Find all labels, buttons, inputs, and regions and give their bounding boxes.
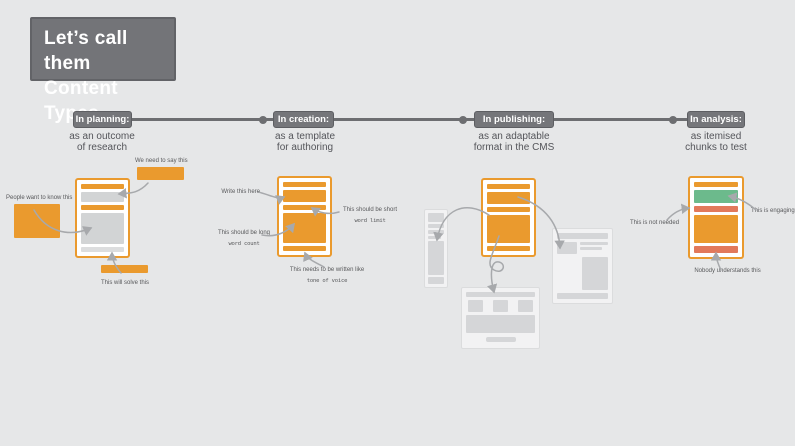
browser-nav-row bbox=[466, 300, 535, 312]
chunk-title-bar bbox=[694, 182, 738, 187]
planning-know-chip bbox=[14, 204, 60, 238]
timeline-dot bbox=[669, 116, 677, 124]
chunk-not-needed-bar bbox=[694, 206, 738, 212]
content-body-block bbox=[487, 215, 530, 243]
stage-label-analysis: In analysis: bbox=[687, 111, 745, 128]
word-limit-label: word limit bbox=[354, 218, 386, 224]
template-body-block bbox=[283, 213, 326, 243]
timeline-line bbox=[102, 118, 692, 121]
analysis-chunks-card bbox=[688, 176, 744, 259]
annotation-written-like: This needs to be written like tone of vo… bbox=[283, 267, 371, 285]
browser-wireframe bbox=[461, 287, 540, 349]
desktop-wireframe bbox=[552, 228, 613, 304]
stage-sub-creation: as a template for authoring bbox=[274, 131, 336, 153]
stage-sub-planning: as an outcome of research bbox=[69, 131, 135, 153]
publishing-content-card bbox=[481, 178, 536, 257]
annotation-we-need-to-say-this: We need to say this bbox=[135, 158, 188, 164]
annotation-people-want-to-know-this: People want to know this bbox=[6, 195, 73, 201]
annotation-this-is-not-needed: This is not needed bbox=[630, 220, 680, 226]
content-heading-bar bbox=[487, 207, 530, 212]
chunk-confusing-bar bbox=[694, 246, 738, 253]
stage-sub-analysis: as itemised chunks to test bbox=[685, 131, 747, 153]
wireframe-summary-bar bbox=[81, 192, 124, 202]
arrow-not-needed-icon bbox=[666, 203, 691, 221]
annotation-this-will-solve-this: This will solve this bbox=[100, 280, 149, 286]
creation-template-card bbox=[277, 176, 332, 257]
annotation-nobody-understands: Nobody understands this bbox=[694, 268, 761, 274]
timeline-dot bbox=[459, 116, 467, 124]
chunk-engaging-bar bbox=[694, 190, 738, 203]
stage-sub-publishing: as an adaptable format in the CMS bbox=[473, 131, 555, 153]
wireframe-heading-bar bbox=[81, 205, 124, 210]
chunk-body-block bbox=[694, 215, 738, 243]
wireframe-body-block bbox=[81, 213, 124, 244]
wireframe-footer-bar bbox=[81, 247, 124, 252]
template-heading-bar bbox=[283, 205, 326, 210]
content-title-bar bbox=[487, 184, 530, 189]
tone-of-voice-label: tone of voice bbox=[306, 278, 348, 284]
title-box: Let’s call them Content Types bbox=[30, 17, 176, 124]
planning-say-chip bbox=[137, 167, 184, 180]
annotation-this-should-be-short: This should be short word limit bbox=[336, 207, 404, 225]
planning-solve-chip bbox=[101, 265, 148, 273]
stage-label-publishing: In publishing: bbox=[474, 111, 554, 128]
planning-wireframe-card bbox=[75, 178, 130, 258]
wireframe-title-bar bbox=[81, 184, 124, 189]
desktop-sidebar-block bbox=[582, 257, 608, 290]
annotation-write-this-here: Write this here bbox=[221, 189, 260, 195]
template-title-bar bbox=[283, 182, 326, 187]
annotation-this-should-be-long: This should be long word count bbox=[210, 230, 278, 248]
template-summary-bar bbox=[283, 190, 326, 202]
title-line-1: Let’s call them bbox=[44, 28, 128, 74]
content-summary-bar bbox=[487, 192, 530, 204]
stage-label-creation: In creation: bbox=[273, 111, 334, 128]
content-footer-bar bbox=[487, 246, 530, 251]
stage-label-planning: In planning: bbox=[73, 111, 132, 128]
timeline-dot bbox=[259, 116, 267, 124]
template-footer-bar bbox=[283, 246, 326, 251]
word-count-label: word count bbox=[228, 241, 260, 247]
annotation-this-is-engaging: This is engaging bbox=[751, 208, 795, 214]
mobile-wireframe bbox=[424, 209, 448, 288]
